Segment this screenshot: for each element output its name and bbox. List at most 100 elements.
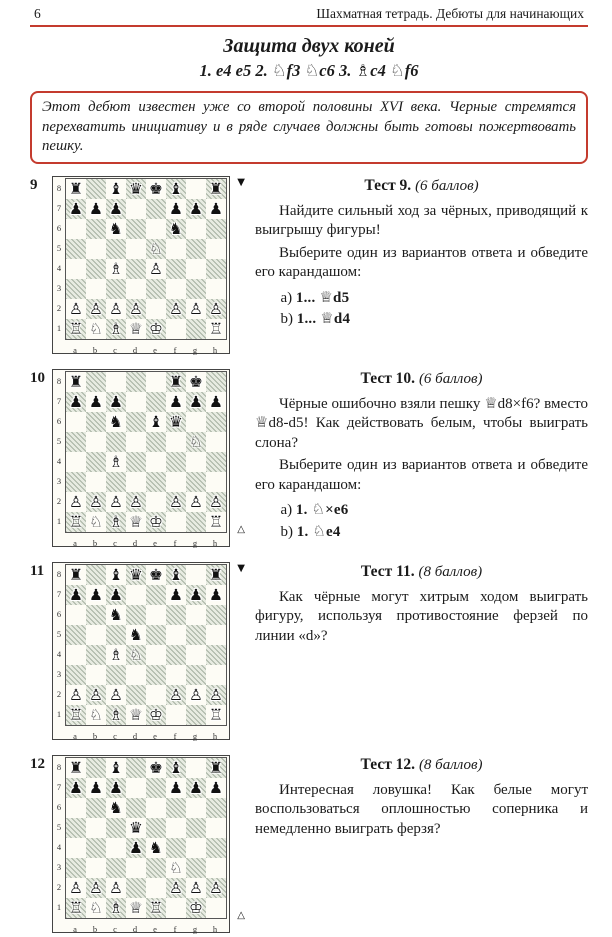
board-square: [166, 704, 186, 725]
white-piece-icon: ♔: [149, 512, 163, 531]
black-piece-icon: ♚: [149, 179, 163, 198]
chess-board: ♜♝♛♚♝♜♟♟♟♟♟♟♞♞♗♘♙♙♙♙♙♙♖♘♗♕♔♖: [65, 563, 227, 726]
black-piece-icon: ♝: [109, 565, 123, 584]
board-square: [206, 411, 226, 432]
black-piece-icon: ♜: [209, 565, 223, 584]
board-square: [66, 817, 86, 838]
board-square: ♟: [106, 777, 126, 798]
board-square: [166, 258, 186, 279]
white-piece-icon: ♘: [89, 512, 103, 531]
board-square: [146, 278, 166, 299]
white-piece-icon: ♘: [189, 432, 203, 451]
white-piece-icon: ♙: [69, 685, 83, 704]
rank-label: 7: [56, 202, 62, 213]
board-square: ♛: [126, 817, 146, 838]
board-square: ♟: [86, 391, 106, 412]
board-square: [206, 278, 226, 299]
board-square: [126, 198, 146, 219]
rank-label: 5: [56, 435, 62, 446]
board-square: [206, 797, 226, 818]
board-square: [86, 837, 106, 858]
board-square: [86, 218, 106, 239]
board-square: ♟: [66, 391, 86, 412]
black-piece-icon: ♟: [189, 585, 203, 604]
board-square: ♙: [166, 491, 186, 512]
white-piece-icon: ♕: [129, 319, 143, 338]
board-square: [126, 391, 146, 412]
board-square: [166, 837, 186, 858]
board-square: ♗: [106, 704, 126, 725]
board-square: ♕: [126, 704, 146, 725]
black-piece-icon: ♝: [169, 565, 183, 584]
rank-label: 6: [56, 222, 62, 233]
file-label: d: [132, 923, 138, 934]
file-label: g: [192, 537, 198, 548]
rank-label: 2: [56, 688, 62, 699]
board-square: ♙: [126, 491, 146, 512]
white-piece-icon: ♙: [89, 685, 103, 704]
board-square: ♝: [166, 757, 186, 778]
board-square: ♙: [106, 298, 126, 319]
board-square: ♗: [106, 451, 126, 472]
option-move: 1... ♕d5: [295, 289, 350, 306]
black-piece-icon: ♞: [109, 605, 123, 624]
test-points: (8 баллов): [418, 756, 483, 773]
file-label: a: [73, 537, 77, 548]
page-header: 6 Шахматная тетрадь. Дебюты для начинающ…: [30, 6, 588, 22]
board-square: [186, 238, 206, 259]
file-label: b: [92, 730, 98, 741]
board-square: ♞: [106, 411, 126, 432]
board-square: [106, 471, 126, 492]
board-square: [126, 664, 146, 685]
board-square: [66, 278, 86, 299]
board-square: [86, 757, 106, 778]
board-square: [86, 431, 106, 452]
option-label: b): [280, 523, 297, 540]
board-square: [186, 511, 206, 532]
file-label: e: [153, 537, 157, 548]
board-square: [66, 857, 86, 878]
board-square: ♙: [206, 877, 226, 898]
board-square: ♗: [106, 897, 126, 918]
board-square: [146, 857, 166, 878]
board-square: ♟: [66, 198, 86, 219]
board-square: ♘: [166, 857, 186, 878]
file-label: h: [212, 730, 218, 741]
file-label: g: [192, 730, 198, 741]
test-paragraph: Выберите один из вариантов ответа и обве…: [255, 457, 588, 493]
board-square: [126, 604, 146, 625]
board-square: [146, 624, 166, 645]
move-indicator-icon: △: [237, 909, 245, 921]
white-piece-icon: ♙: [109, 878, 123, 897]
option-move: 1... ♕d4: [296, 311, 351, 328]
file-label: c: [113, 730, 117, 741]
board-square: ♙: [126, 298, 146, 319]
board-square: [66, 624, 86, 645]
black-piece-icon: ♞: [109, 219, 123, 238]
page-number: 6: [34, 6, 41, 21]
board-square: ♙: [106, 491, 126, 512]
white-piece-icon: ♘: [149, 239, 163, 258]
header-rule: [30, 25, 588, 27]
white-piece-icon: ♔: [149, 319, 163, 338]
white-piece-icon: ♙: [189, 492, 203, 511]
board-square: [186, 258, 206, 279]
board-square: [106, 857, 126, 878]
board-square: ♙: [106, 877, 126, 898]
board-square: [166, 471, 186, 492]
board-square: ♟: [186, 584, 206, 605]
white-piece-icon: ♖: [69, 319, 83, 338]
board-square: ♙: [166, 298, 186, 319]
board-square: ♞: [106, 218, 126, 239]
